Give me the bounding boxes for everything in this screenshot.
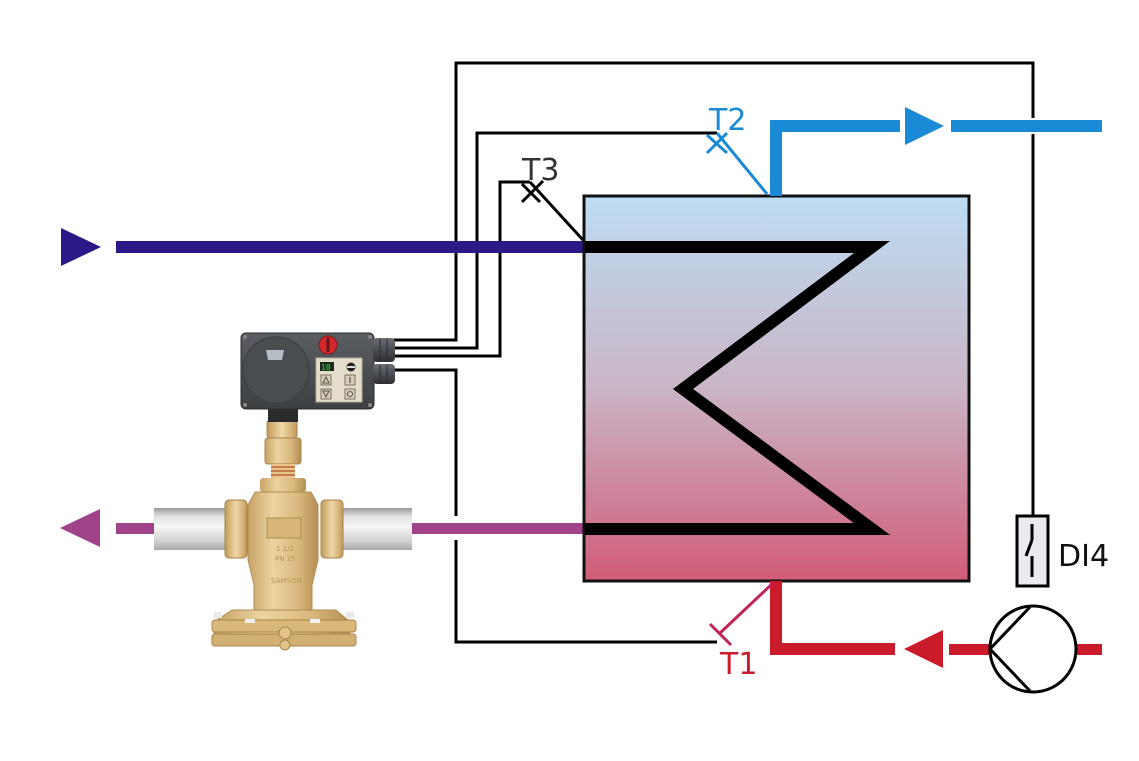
primary-supply-pipe xyxy=(116,241,585,253)
cable-gland-upper xyxy=(373,338,395,362)
sensor-t2 xyxy=(705,131,769,195)
valve-size-marking: 1 1/2 xyxy=(276,545,294,553)
secondary-return-arrow-icon xyxy=(904,630,943,668)
control-valve: 1 1/2 PN 25 SAMSON xyxy=(211,419,357,651)
sensor-t3 xyxy=(520,179,585,242)
sensor-t3-cross-icon xyxy=(520,179,545,204)
heat-exchanger xyxy=(582,194,971,583)
pipe-right xyxy=(342,508,412,550)
wire-di4 xyxy=(392,61,1035,342)
button-down[interactable] xyxy=(320,388,332,400)
digital-input-label: DI4 xyxy=(1058,539,1109,574)
primary-return-pipe-left xyxy=(116,523,156,534)
primary-return-arrow-icon xyxy=(60,509,100,547)
valve-pressure-marking: PN 25 xyxy=(275,555,296,563)
cable-gland-lower xyxy=(373,364,395,384)
valve-nameplate xyxy=(266,517,302,539)
pipe-left xyxy=(154,508,234,550)
wire-t3 xyxy=(392,180,530,358)
secondary-supply-arrow-icon xyxy=(905,107,944,145)
sensor-t1-label: T1 xyxy=(719,647,757,682)
primary-supply-line xyxy=(61,228,585,266)
power-icon xyxy=(347,391,353,397)
primary-return-pipe-right xyxy=(410,523,585,534)
sensor-t1-cross-icon xyxy=(708,622,733,647)
wire-t2 xyxy=(392,131,717,350)
sensor-t2-label: T2 xyxy=(708,103,746,138)
union-nut-left xyxy=(224,499,248,559)
secondary-return-line xyxy=(770,581,1102,668)
controller-display-value: 10 xyxy=(321,363,331,372)
secondary-return-pipe xyxy=(770,581,895,655)
wire-t1-lower xyxy=(454,540,717,644)
pump-icon xyxy=(988,604,1078,694)
button-power[interactable] xyxy=(344,388,356,400)
secondary-return-pipe-in xyxy=(1075,644,1102,655)
sensor-t1 xyxy=(708,581,775,647)
actuator-dial xyxy=(242,336,310,404)
digital-input-switch xyxy=(1015,514,1050,588)
circulation-pump xyxy=(988,604,1078,694)
control-wires xyxy=(392,61,1035,644)
secondary-supply-line xyxy=(770,107,1102,196)
heat-exchanger-coil xyxy=(585,241,891,535)
secondary-supply-pipe xyxy=(770,120,900,196)
secondary-supply-pipe-out xyxy=(951,120,1102,132)
arrow-down-icon xyxy=(322,390,330,398)
valve-brand-marking: SAMSON xyxy=(271,577,302,585)
wire-t1 xyxy=(392,368,458,516)
button-up[interactable] xyxy=(320,374,332,386)
sensor-t3-label: T3 xyxy=(521,153,559,188)
primary-supply-arrow-icon xyxy=(61,228,101,266)
secondary-return-pipe-mid xyxy=(949,644,991,655)
valve-pipes xyxy=(154,508,412,550)
arrow-up-icon xyxy=(322,376,330,384)
controller-display xyxy=(320,362,334,371)
position-indicator-icon xyxy=(266,350,284,360)
primary-return-line xyxy=(60,509,585,547)
union-nut-right xyxy=(320,499,344,559)
valve-actuator-controller: 10 xyxy=(240,332,395,422)
heat-exchanger-body xyxy=(582,194,971,583)
